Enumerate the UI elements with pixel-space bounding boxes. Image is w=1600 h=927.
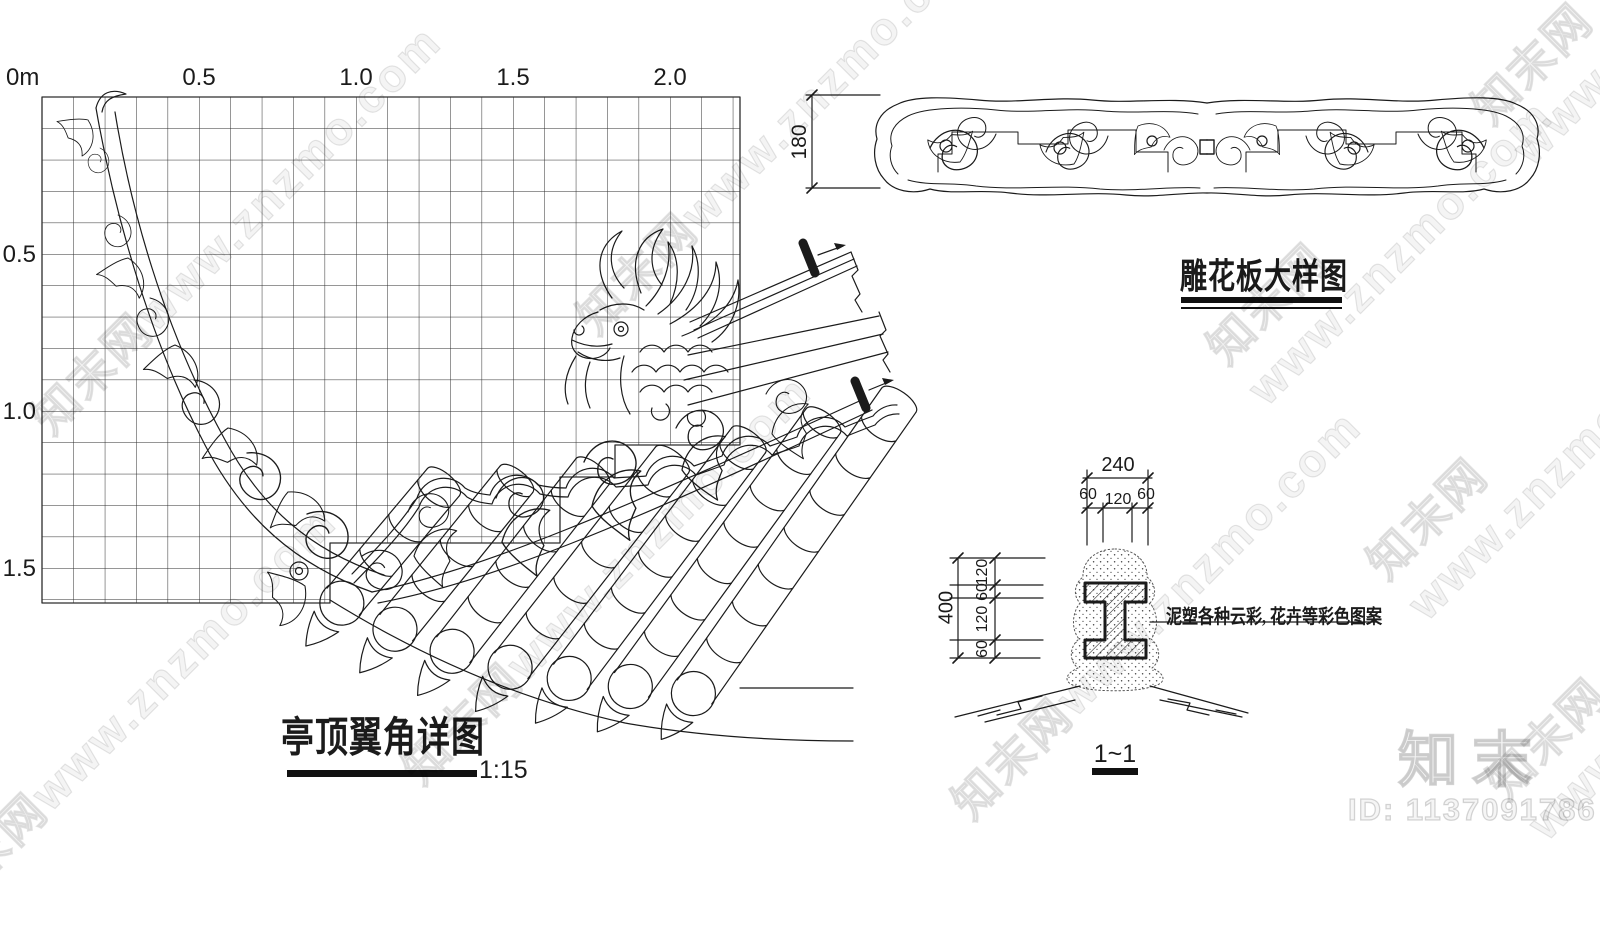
dim-400: 400 xyxy=(935,590,958,625)
title-underline xyxy=(287,770,477,777)
panel-height-dimension xyxy=(805,89,881,194)
break-line-icon xyxy=(850,251,863,313)
axis-label-top-05: 0.5 xyxy=(182,64,216,91)
section-cut-mark-2 xyxy=(850,376,894,413)
ridge-beam-core xyxy=(1083,581,1148,660)
section-top-dimension xyxy=(1081,469,1154,546)
axis-label-top-15: 1.5 xyxy=(496,64,530,91)
axis-label-left-10: 1.0 xyxy=(2,398,36,425)
title-underline-thin xyxy=(1181,307,1342,309)
dim-240: 240 xyxy=(1101,454,1135,476)
axis-label-left-05: 0.5 xyxy=(2,241,36,268)
dim-60a: 60 xyxy=(1079,486,1097,503)
section-label: 1~1 xyxy=(1093,740,1137,768)
axis-label-top-20: 2.0 xyxy=(653,64,687,91)
dim-60d: 60 xyxy=(974,640,991,658)
drawing-canvas xyxy=(41,89,1600,742)
axis-label-top-0: 0m xyxy=(6,64,40,91)
left-drawing-scale: 1:15 xyxy=(479,756,528,784)
reference-grid xyxy=(41,96,741,604)
arrowhead-icon xyxy=(834,243,846,250)
axis-label-top-10: 1.0 xyxy=(339,64,373,91)
eave-scroll-ornament xyxy=(53,90,409,632)
section-annotation: 泥塑各种云彩, 花卉等彩色图案 xyxy=(1166,607,1383,628)
tile-column xyxy=(359,463,535,674)
corner-beam xyxy=(683,251,891,406)
title-underline xyxy=(1181,297,1342,303)
left-drawing-title: 亭顶翼角详图 xyxy=(281,716,485,762)
tile-column xyxy=(660,385,918,741)
panel-title: 雕花板大样图 xyxy=(1180,257,1348,297)
image-id-label: ID: 1137091786 xyxy=(1347,791,1597,827)
section-label-underline xyxy=(1092,768,1138,775)
break-line-icon xyxy=(878,311,891,373)
dim-120a: 120 xyxy=(1104,491,1132,508)
dim-60c: 60 xyxy=(974,583,991,601)
section-cut-mark-1 xyxy=(798,238,846,278)
eave-soffit-lines xyxy=(329,599,854,742)
dim-60b: 60 xyxy=(1137,486,1155,503)
site-logo: 知末 xyxy=(1397,726,1546,795)
ridge-section xyxy=(954,548,1379,723)
tile-column xyxy=(596,406,842,733)
tile-column xyxy=(416,456,611,697)
arrowhead-icon xyxy=(882,378,894,385)
tile-column xyxy=(305,466,462,647)
dim-120c: 120 xyxy=(974,605,991,633)
dragon-head xyxy=(564,228,740,427)
tile-column xyxy=(474,444,691,713)
axis-label-left-15: 1.5 xyxy=(2,555,36,582)
roof-tiles xyxy=(305,385,918,741)
tile-column xyxy=(534,425,767,724)
section-left-dimension xyxy=(949,552,1046,664)
